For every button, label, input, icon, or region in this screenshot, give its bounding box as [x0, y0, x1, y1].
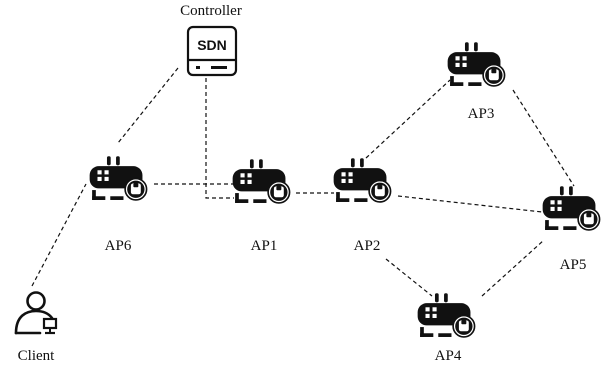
ap1-router-icon[interactable] — [231, 159, 291, 204]
link-ap4-ap5 — [481, 239, 545, 297]
ap1-label: AP1 — [250, 238, 278, 254]
link-ap2-ap4 — [385, 258, 433, 297]
link-controller-ap1 — [205, 78, 234, 199]
client-user-icon[interactable] — [14, 291, 58, 335]
ap3-router-icon[interactable] — [446, 42, 506, 87]
link-ap3-ap5 — [512, 89, 575, 187]
link-client-ap6 — [31, 183, 87, 287]
ap5-label: AP5 — [559, 257, 587, 273]
ap3-label: AP3 — [467, 106, 495, 122]
ap6-router-icon[interactable] — [88, 156, 148, 201]
ap2-label: AP2 — [353, 238, 381, 254]
controller-server-icon[interactable]: SDN — [186, 25, 238, 77]
client-label: Client — [17, 348, 55, 364]
controller-badge: SDN — [197, 37, 227, 53]
controller-label: Controller — [180, 3, 242, 19]
ap4-label: AP4 — [434, 348, 462, 364]
connection-links — [31, 67, 575, 297]
ap5-router-icon[interactable] — [541, 186, 601, 231]
ap6-label: AP6 — [104, 238, 132, 254]
link-controller-ap6 — [117, 67, 179, 144]
ap4-router-icon[interactable] — [416, 293, 476, 338]
link-ap2-ap3 — [365, 79, 451, 159]
ap2-router-icon[interactable] — [332, 158, 392, 203]
link-ap2-ap5 — [397, 195, 543, 213]
